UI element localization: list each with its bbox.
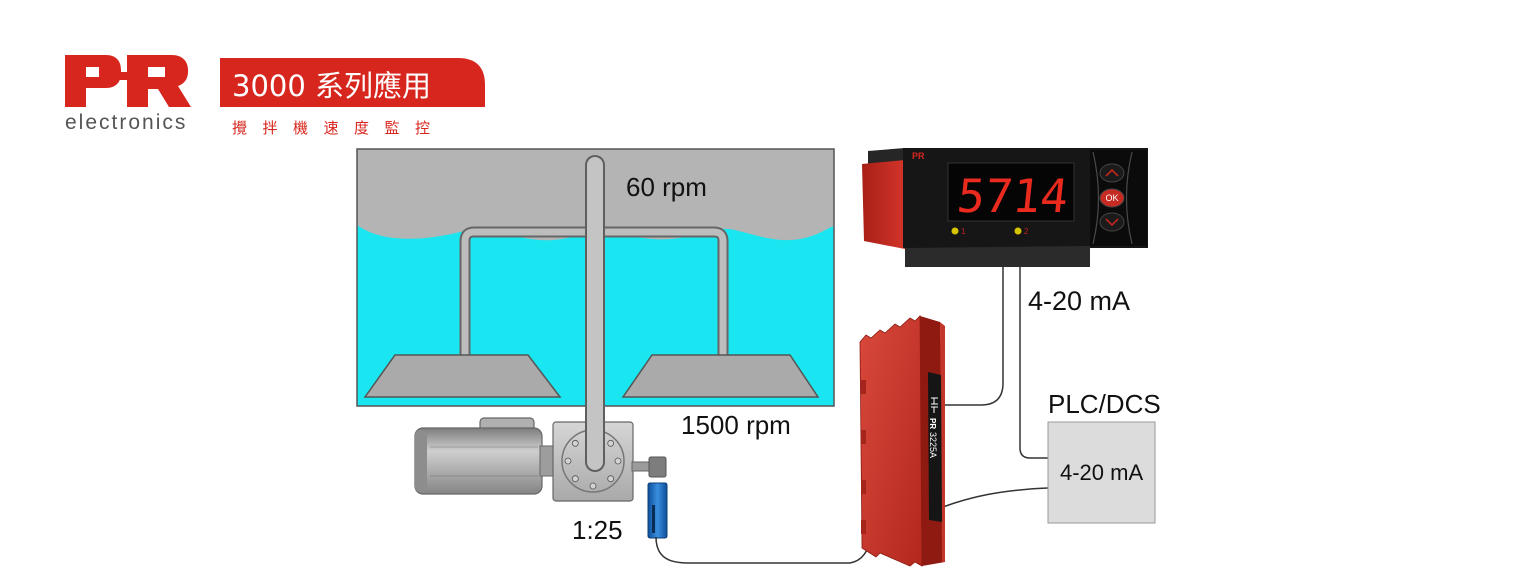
meter-led-2-label: 2 <box>1024 227 1029 236</box>
gearbox-bolt <box>571 439 579 447</box>
meter-brand: PR <box>912 151 925 161</box>
sensor-cable <box>655 532 873 564</box>
speed-sensor <box>647 482 668 539</box>
shaft-target-cap <box>648 456 667 478</box>
isolator-ridge <box>861 380 866 394</box>
logo-tagline: electronics <box>65 111 187 134</box>
meter-base <box>905 246 1090 267</box>
sensor-body <box>647 482 668 539</box>
meter-led-1 <box>951 227 959 235</box>
motor-coupling <box>539 445 555 477</box>
meter-up-button[interactable] <box>1099 163 1125 183</box>
meter-led-1-label: 1 <box>961 227 966 236</box>
banner-background <box>220 58 485 107</box>
chevron-up-icon <box>1105 168 1119 177</box>
gearbox-bolt <box>564 457 572 465</box>
display-to-isolator-wire <box>945 264 1004 406</box>
gearbox-bolt <box>607 439 615 447</box>
agitator-blade-right <box>621 354 820 398</box>
meter-case-top <box>868 148 905 164</box>
sensor-marking <box>652 505 655 533</box>
meter-reading: 5714 <box>955 169 1071 223</box>
meter-button-divider <box>1092 151 1100 245</box>
gearbox-bolt <box>614 457 622 465</box>
meter-led-2 <box>1014 227 1022 235</box>
isolator-side-face <box>859 315 923 567</box>
isolator-label-strip <box>928 372 942 522</box>
pr-logo: electronics <box>65 55 191 134</box>
gearbox-bolt <box>607 475 615 483</box>
display-to-plc-wire <box>1019 264 1048 459</box>
agitator-blade-left <box>363 354 562 398</box>
logo-connector <box>119 72 129 80</box>
meter-ok-label: OK <box>1105 193 1118 203</box>
logo-letter-p <box>65 55 121 107</box>
isolator-symbol-icon <box>931 397 938 413</box>
meter-case-side <box>862 160 905 249</box>
shaft-speed-label: 60 rpm <box>626 172 707 202</box>
banner-subtitle: 攪拌機速度監控 <box>232 119 446 137</box>
panel-meter: PR 5714 1 2 OK <box>862 148 1148 267</box>
isolator-ridge <box>861 480 866 494</box>
isolator-model: 3225A <box>928 432 938 458</box>
drive-unit <box>414 417 667 502</box>
plc-box <box>1047 421 1156 524</box>
isolator-ridge <box>861 520 866 534</box>
gearbox-bolt <box>571 475 579 483</box>
series-banner: 3000 系列應用 攪拌機速度監控 <box>220 58 485 137</box>
isolator-brand: PR <box>928 418 937 429</box>
gear-ratio-label: 1:25 <box>572 515 623 545</box>
meter-display-window <box>947 162 1075 222</box>
logo-letter-r <box>127 55 191 107</box>
gearbox-bolt <box>589 482 597 490</box>
motor-end-cap <box>415 430 427 492</box>
meter-ok-button[interactable]: OK <box>1099 188 1125 208</box>
display-signal-label: 4-20 mA <box>1028 286 1130 316</box>
motor-speed-label: 1500 rpm <box>681 410 791 440</box>
isolator-front-edge <box>940 322 945 562</box>
meter-button-divider <box>1125 151 1133 245</box>
chevron-down-icon <box>1105 218 1119 227</box>
plc-title: PLC/DCS <box>1048 389 1161 419</box>
banner-title: 3000 系列應用 <box>232 69 431 103</box>
meter-down-button[interactable] <box>1099 212 1125 232</box>
plc-signal-label: 4-20 mA <box>1060 460 1143 485</box>
isolator-to-plc-wire <box>942 487 1049 508</box>
isolator-ridge <box>861 430 866 444</box>
motor-body <box>414 427 543 495</box>
isolator-module: PR 3225A <box>859 315 945 567</box>
